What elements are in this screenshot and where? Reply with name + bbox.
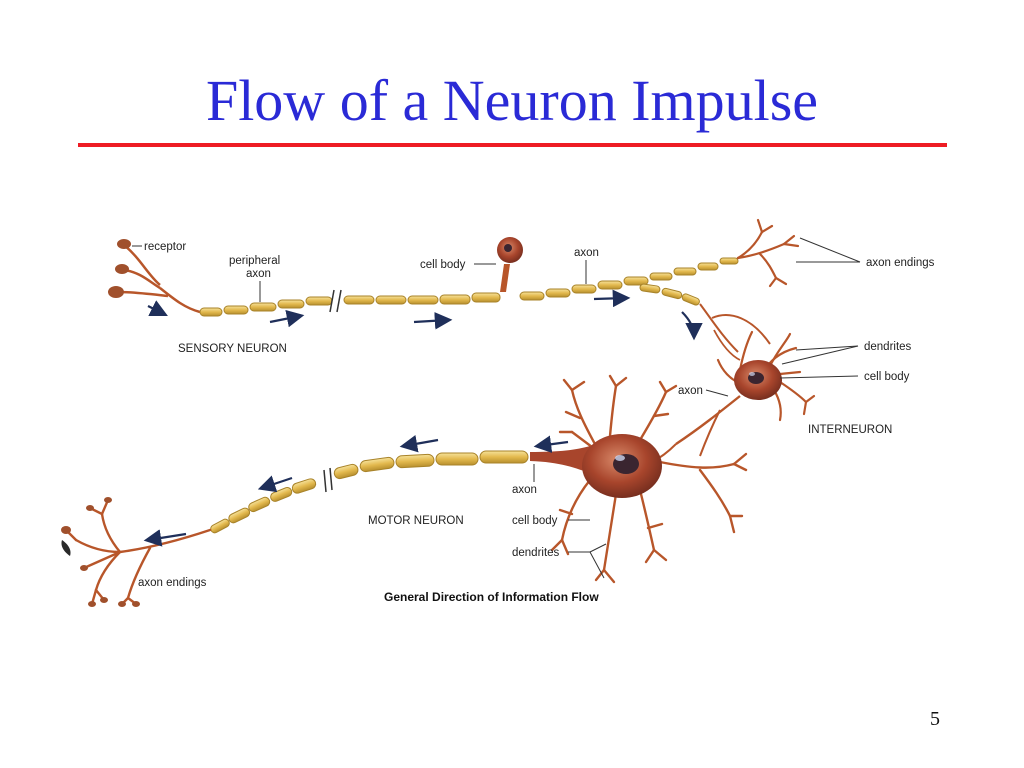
receptor-bulb <box>108 286 124 298</box>
title-underline <box>78 143 947 147</box>
label-sensory-axon: axon <box>574 247 599 259</box>
flow-arrow <box>681 311 703 341</box>
label-receptor: receptor <box>144 241 186 253</box>
label-interneuron-cell-body: cell body <box>864 371 910 383</box>
label-sensory-cell-body: cell body <box>420 259 466 271</box>
flow-arrow <box>593 289 631 308</box>
label-motor-dendrites: dendrites <box>512 547 560 559</box>
label-interneuron-dendrites: dendrites <box>864 341 912 353</box>
caption-sensory-neuron: SENSORY NEURON <box>178 343 287 355</box>
motor-axon <box>210 450 529 534</box>
caption-interneuron: INTERNEURON <box>808 424 892 436</box>
label-peripheral-axon: axon <box>246 268 271 280</box>
sensory-peripheral-axon <box>199 257 739 317</box>
caption-motor-neuron: MOTOR NEURON <box>368 515 464 527</box>
receptor-bulb <box>115 264 129 274</box>
sensory-neuron: receptor peripheral axon cell body axon … <box>108 218 935 361</box>
flow-arrow <box>413 311 453 330</box>
sensory-axon-branch <box>639 283 700 306</box>
label-motor-axon: axon <box>512 484 537 496</box>
flow-arrow <box>143 529 187 547</box>
label-sensory-axon-endings: axon endings <box>866 257 935 269</box>
motor-dendrites <box>550 374 748 584</box>
receptor-bulb <box>117 239 131 249</box>
slide-title: Flow of a Neuron Impulse <box>205 68 819 133</box>
receptor-group <box>117 244 201 314</box>
flow-arrow <box>533 435 569 453</box>
flow-arrow <box>257 475 293 493</box>
sensory-axon-endings <box>736 218 800 288</box>
page-number: 5 <box>930 708 940 730</box>
label-peripheral: peripheral <box>229 255 280 267</box>
interneuron: dendrites cell body axon INTERNEURON <box>651 330 912 463</box>
flow-arrow <box>399 435 439 453</box>
motor-axon-break-mark <box>323 467 333 493</box>
motor-neuron: axon cell body dendrites MOTOR NEURON ax… <box>61 374 748 607</box>
motor-axon-hillock <box>530 446 592 474</box>
sensory-cell-stalk <box>500 264 510 292</box>
flow-arrow <box>147 300 168 316</box>
label-interneuron-axon: axon <box>678 385 703 397</box>
caption-general-direction: General Direction of Information Flow <box>384 590 599 604</box>
label-motor-cell-body: cell body <box>512 515 558 527</box>
flow-arrow <box>269 309 305 328</box>
label-motor-axon-endings: axon endings <box>138 577 207 589</box>
axon-break-mark <box>329 289 342 313</box>
sensory-nucleus <box>504 244 512 252</box>
